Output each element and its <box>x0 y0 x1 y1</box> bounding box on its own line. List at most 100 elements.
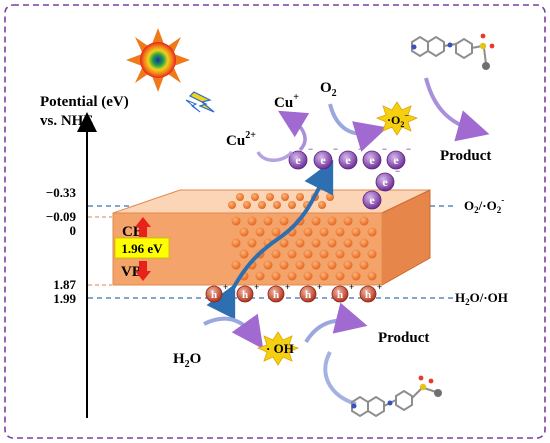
lattice-atom <box>311 238 321 248</box>
lattice-atom <box>359 216 369 226</box>
electron: e − <box>288 144 313 170</box>
svg-text:−: − <box>358 144 363 154</box>
svg-text:e: e <box>382 175 388 189</box>
top-product-label: Product <box>440 148 491 164</box>
lattice-atom <box>295 238 305 248</box>
carrier-transfer-arrow <box>206 159 334 320</box>
copper-cycle: Cu+ Cu2+ <box>226 92 310 162</box>
o2-label: O2 <box>320 80 337 99</box>
lattice-atom <box>281 193 289 201</box>
tick-label: 1.87 <box>53 277 76 292</box>
lightning-icon <box>185 91 215 113</box>
svg-text:+: + <box>349 282 354 292</box>
cu-2plus-label: Cu2+ <box>226 130 256 149</box>
semiconductor-cube <box>112 189 431 286</box>
hydroxyl-label: · OH <box>266 341 294 356</box>
lattice-atom <box>311 216 321 226</box>
lattice-atom <box>279 260 289 270</box>
svg-text:h: h <box>337 289 343 301</box>
bottom-product-arrow <box>323 351 357 406</box>
svg-text:−: − <box>308 144 313 154</box>
lattice-atom <box>367 249 377 259</box>
svg-text:e: e <box>345 153 351 167</box>
band-gap-label: 1.96 eV <box>121 241 163 256</box>
superoxide-label: ·O2− <box>387 111 409 129</box>
electron: e − <box>386 144 411 170</box>
lattice-atom <box>351 271 361 281</box>
svg-text:−: − <box>406 144 411 154</box>
svg-text:h: h <box>242 289 248 301</box>
lattice-atom <box>319 249 329 259</box>
lattice-atom <box>271 227 281 237</box>
outer-frame <box>4 4 546 439</box>
superoxide-burst-icon: ·O2− <box>375 101 419 136</box>
lattice-atom <box>239 249 249 259</box>
electron: e − <box>362 184 387 210</box>
svg-text:+: + <box>317 282 322 292</box>
hole: h + <box>236 282 259 303</box>
lattice-atom <box>239 227 249 237</box>
hole: h + <box>267 282 290 303</box>
svg-text:e: e <box>295 153 301 167</box>
lattice-atom <box>327 216 337 226</box>
svg-text:−: − <box>395 166 400 176</box>
sun-icon <box>126 28 190 92</box>
svg-text:+: + <box>223 282 228 292</box>
top-molecule-icon <box>411 33 495 70</box>
lattice-atom <box>236 193 244 201</box>
svg-text:−: − <box>333 144 338 154</box>
lattice-atom <box>335 227 345 237</box>
lattice-atom <box>279 238 289 248</box>
lattice-atom <box>359 238 369 248</box>
lattice-atom <box>335 249 345 259</box>
lattice-atom <box>295 260 305 270</box>
svg-text:e: e <box>369 153 375 167</box>
vb-label: VB <box>121 264 142 280</box>
lattice-atom <box>247 238 257 248</box>
lattice-atom <box>231 238 241 248</box>
lattice-atom <box>231 260 241 270</box>
svg-text:h: h <box>211 289 217 301</box>
lattice-atom <box>359 260 369 270</box>
svg-text:+: + <box>285 282 290 292</box>
hole: h + <box>205 282 228 303</box>
lattice-atom <box>367 271 377 281</box>
lattice-atom <box>335 271 345 281</box>
lattice-atom <box>263 260 273 270</box>
lattice-atom <box>303 249 313 259</box>
hole: h + <box>299 282 322 303</box>
lattice-atom <box>351 227 361 237</box>
hole-group: h + h + h + h + h + h + <box>205 282 382 303</box>
lattice-atom <box>271 271 281 281</box>
lattice-atom <box>263 216 273 226</box>
svg-text:h: h <box>273 289 279 301</box>
h2o-label: H2O <box>173 351 201 370</box>
svg-text:h: h <box>305 289 311 301</box>
lattice-atom <box>251 193 259 201</box>
svg-text:−: − <box>382 144 387 154</box>
electron: e − <box>375 166 400 192</box>
hydroxyl-burst-icon: · OH <box>256 331 300 366</box>
lattice-atom <box>343 260 353 270</box>
svg-text:e: e <box>320 153 326 167</box>
hole: h + <box>331 282 354 303</box>
tick-label: 1.99 <box>53 291 76 306</box>
electron-group: e − e − e − e − e − e − e <box>288 144 411 210</box>
svg-text:e: e <box>369 193 375 207</box>
tick-label: −0.09 <box>46 209 77 224</box>
axis-title-line1: Potential (eV) <box>40 94 129 110</box>
lattice-atom <box>266 193 274 201</box>
bottom-product-label: Product <box>378 330 429 346</box>
potential-axis: Potential (eV) vs. NHE −0.33 −0.09 0 1.8… <box>40 94 129 418</box>
cu-plus-label: Cu+ <box>274 92 299 111</box>
lattice-atom <box>319 271 329 281</box>
electron: e − <box>362 144 387 170</box>
lattice-atom <box>243 201 251 209</box>
lattice-atom <box>326 193 334 201</box>
lattice-atom <box>343 238 353 248</box>
lattice-atom <box>258 201 266 209</box>
lattice-atom <box>287 271 297 281</box>
svg-text:+: + <box>254 282 259 292</box>
hole: h + <box>359 282 382 303</box>
